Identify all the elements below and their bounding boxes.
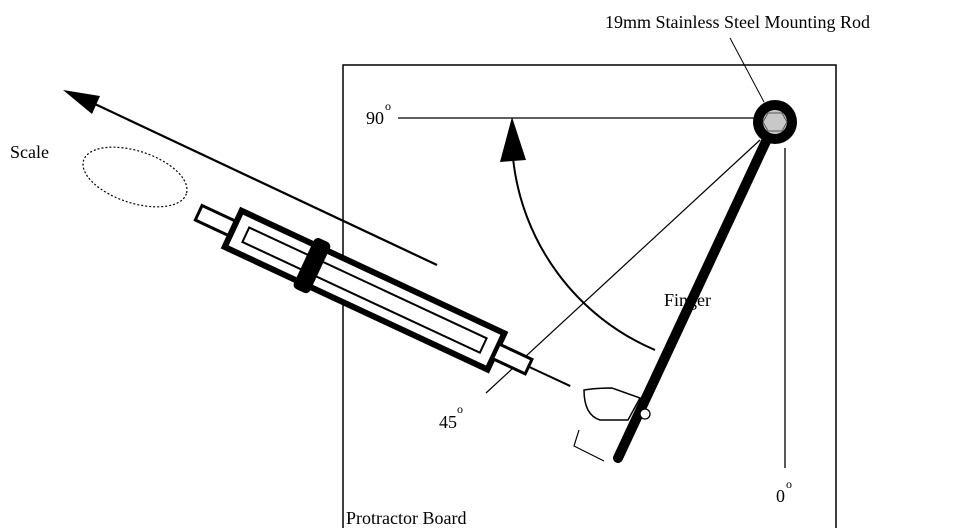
scale-band — [293, 238, 331, 294]
spring-scale — [193, 203, 571, 387]
scale-right-tab — [490, 342, 534, 376]
angle-90-label: 90 — [366, 108, 384, 128]
angle-0-label: 0 — [776, 486, 785, 506]
right-angle-marker — [573, 429, 605, 462]
finger-label: Finger — [664, 290, 711, 310]
arc-arrowhead — [500, 117, 526, 162]
angle-90-degree: o — [385, 99, 391, 113]
force-direction-arrow — [79, 96, 438, 266]
scale-hook-line — [528, 365, 571, 387]
reference-line-45 — [485, 139, 761, 394]
rod-label: 19mm Stainless Steel Mounting Rod — [605, 12, 870, 32]
board-label: Protractor Board — [346, 508, 466, 528]
force-arrowhead — [63, 90, 100, 114]
angle-0-degree: o — [786, 477, 792, 491]
scale-loop — [82, 146, 188, 208]
mounting-rod-hex — [762, 112, 788, 132]
angle-45-degree: o — [457, 402, 463, 416]
finger-hook — [583, 387, 642, 421]
finger-bar — [613, 117, 780, 463]
scale-window — [241, 226, 488, 355]
scale-label: Scale — [10, 142, 49, 162]
rotation-arc — [512, 157, 656, 351]
finger-pin — [639, 408, 651, 420]
angle-45-label: 45 — [439, 412, 457, 432]
rod-leader-line — [729, 37, 765, 103]
